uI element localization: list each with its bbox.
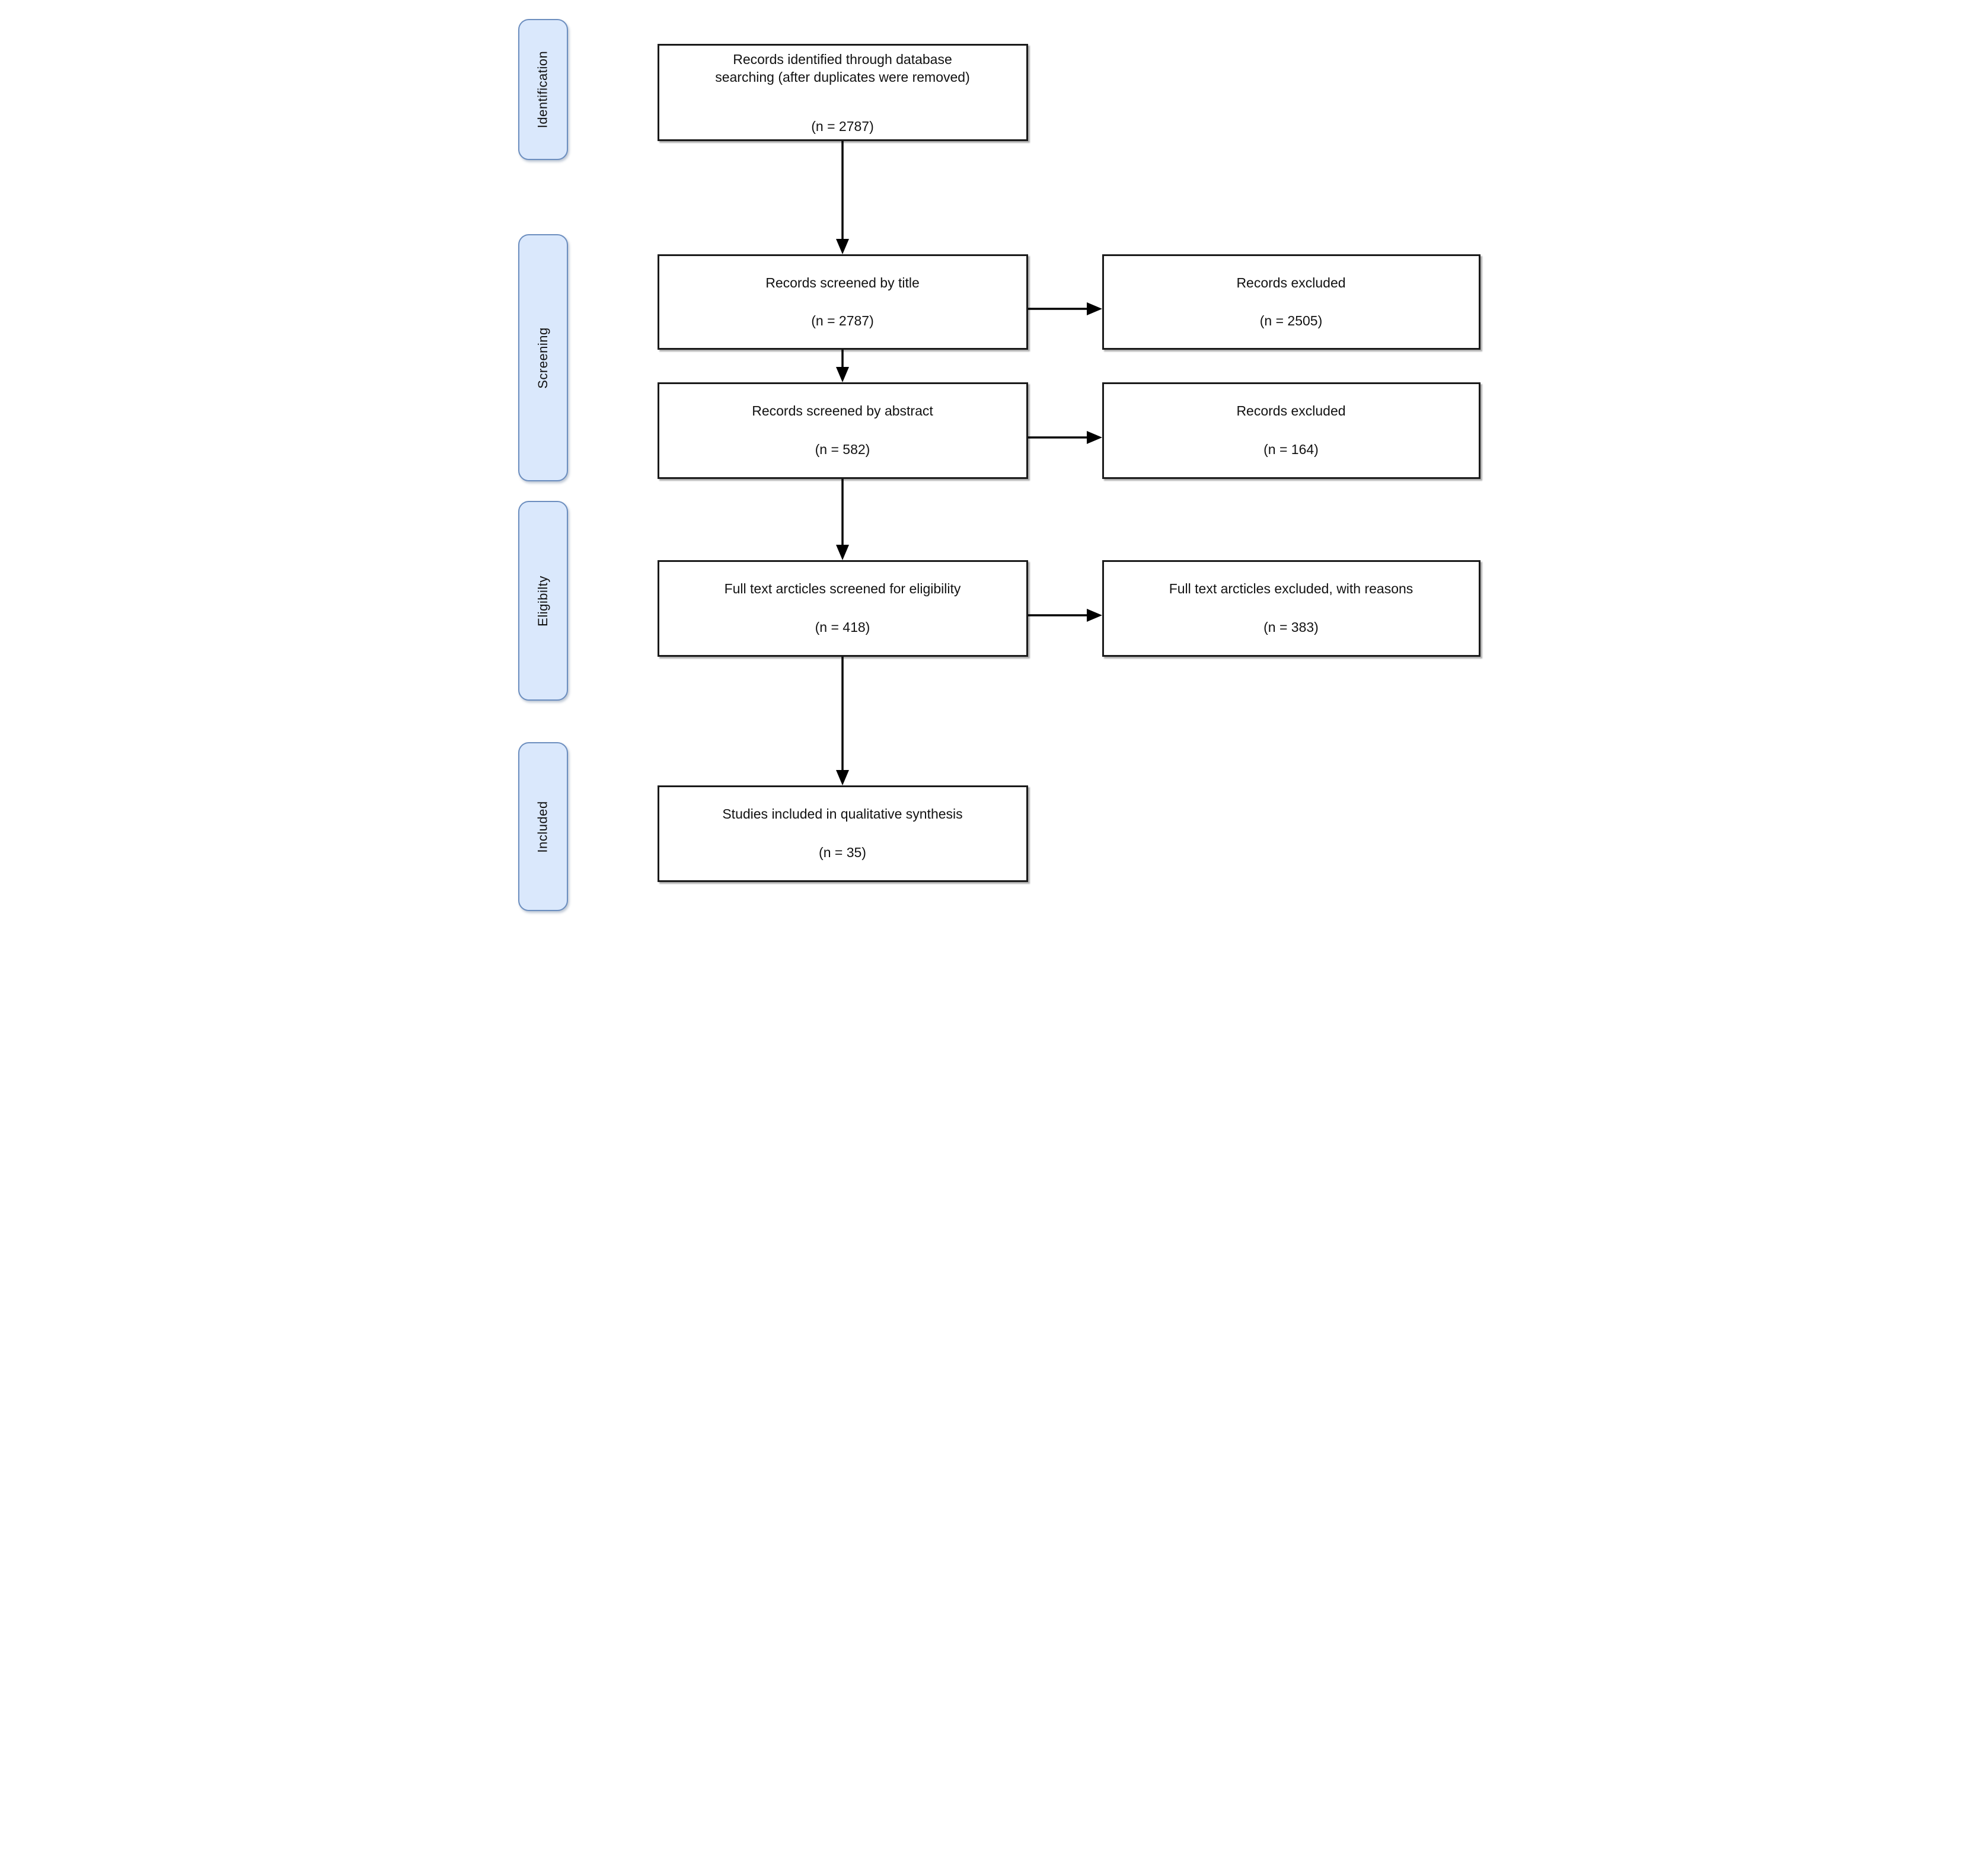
stage-label-included: Included xyxy=(535,800,550,853)
stage-label-eligibility: Eligibilty xyxy=(535,575,550,627)
arrow-identified-to-title xyxy=(835,141,849,254)
box-fulltext-excluded-count: (n = 383) xyxy=(1263,619,1319,635)
stage-pill-included: Included xyxy=(518,742,568,911)
stage-label-identification: Identification xyxy=(535,50,550,129)
arrow-title-to-abstract xyxy=(835,350,849,382)
stage-pill-identification: Identification xyxy=(518,19,568,160)
box-studies-included: Studies included in qualitative synthesi… xyxy=(657,785,1028,882)
box-records-excluded-abstract-stage-title: Records excluded xyxy=(1236,403,1346,419)
stage-label-screening: Screening xyxy=(535,327,550,389)
box-fulltext-screened-count: (n = 418) xyxy=(815,619,870,635)
box-records-excluded-title-stage: Records excluded (n = 2505) xyxy=(1102,254,1480,350)
box-screened-by-title: Records screened by title (n = 2787) xyxy=(657,254,1028,350)
box-screened-by-title-count: (n = 2787) xyxy=(811,313,874,329)
box-screened-by-title-title: Records screened by title xyxy=(765,275,920,290)
box-records-identified-count: (n = 2787) xyxy=(811,119,874,135)
box-records-excluded-abstract-stage-count: (n = 164) xyxy=(1263,442,1319,458)
arrow-abstract-to-excluded xyxy=(1027,431,1102,444)
box-records-excluded-title-stage-count: (n = 2505) xyxy=(1259,313,1323,329)
box-screened-by-abstract-count: (n = 582) xyxy=(815,442,870,458)
box-screened-by-abstract: Records screened by abstract (n = 582) xyxy=(657,382,1028,479)
box-screened-by-abstract-title: Records screened by abstract xyxy=(752,403,933,419)
box-fulltext-screened: Full text arcticles screened for eligibi… xyxy=(657,560,1028,657)
box-records-identified-title: Records identified through database sear… xyxy=(715,52,970,85)
box-studies-included-title: Studies included in qualitative synthesi… xyxy=(722,806,963,822)
box-records-excluded-abstract-stage: Records excluded (n = 164) xyxy=(1102,382,1480,479)
arrow-fulltext-to-excluded xyxy=(1027,609,1102,622)
stage-pill-screening: Screening xyxy=(518,234,568,481)
stage-pill-eligibility: Eligibilty xyxy=(518,501,568,701)
prisma-flow-diagram: Identification Screening Eligibilty Incl… xyxy=(497,0,1491,925)
arrow-abstract-to-fulltext xyxy=(835,479,849,560)
box-fulltext-screened-title: Full text arcticles screened for eligibi… xyxy=(724,581,961,597)
box-fulltext-excluded: Full text arcticles excluded, with reaso… xyxy=(1102,560,1480,657)
box-fulltext-excluded-title: Full text arcticles excluded, with reaso… xyxy=(1169,581,1413,597)
arrow-fulltext-to-included xyxy=(835,657,849,785)
box-studies-included-count: (n = 35) xyxy=(819,845,866,861)
box-records-excluded-title-stage-title: Records excluded xyxy=(1236,275,1346,290)
arrow-title-to-excluded xyxy=(1027,302,1102,315)
box-records-identified: Records identified through database sear… xyxy=(657,44,1028,141)
